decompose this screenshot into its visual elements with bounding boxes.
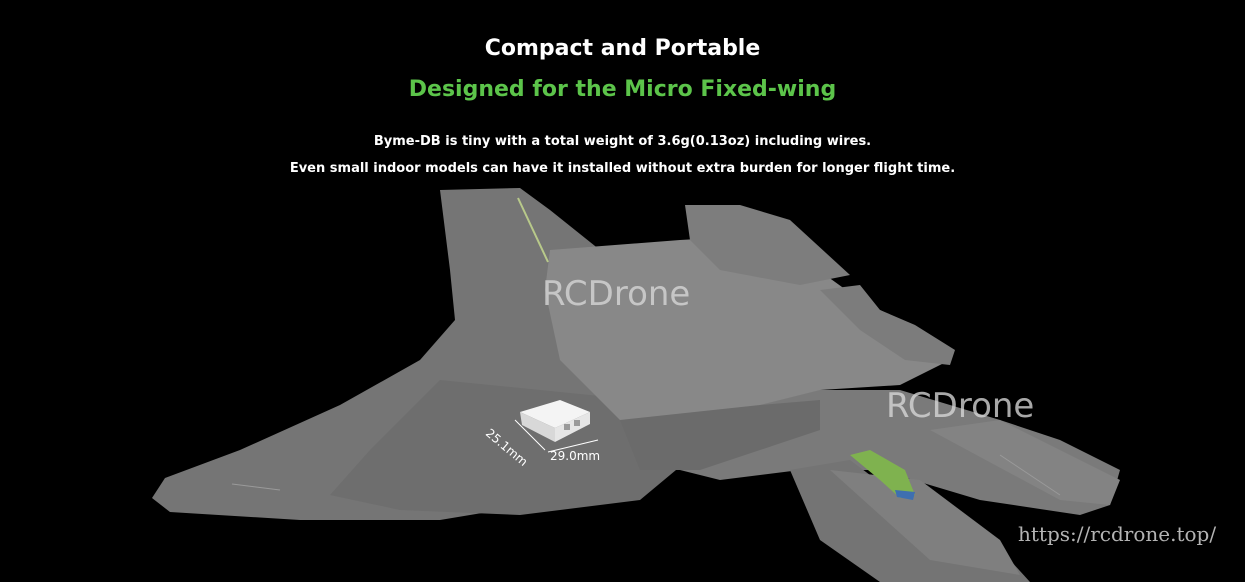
left-fin: [685, 205, 850, 285]
description-line-2: Even small indoor models can have it ins…: [289, 161, 956, 176]
fuselage: [330, 380, 700, 515]
site-url-watermark: https://rcdrone.top/: [1018, 522, 1217, 546]
upper-panel: [545, 235, 950, 430]
description-line-1: Byme-DB is tiny with a total weight of 3…: [373, 134, 872, 149]
dimension-width-label: 29.0mm: [550, 449, 601, 463]
watermark: RCDrone: [886, 386, 1035, 426]
page-subtitle: Designed for the Micro Fixed-wing: [408, 77, 837, 102]
watermark: RCDrone: [542, 274, 691, 314]
page-title: Compact and Portable: [484, 36, 761, 61]
receiver-device: [520, 400, 590, 442]
